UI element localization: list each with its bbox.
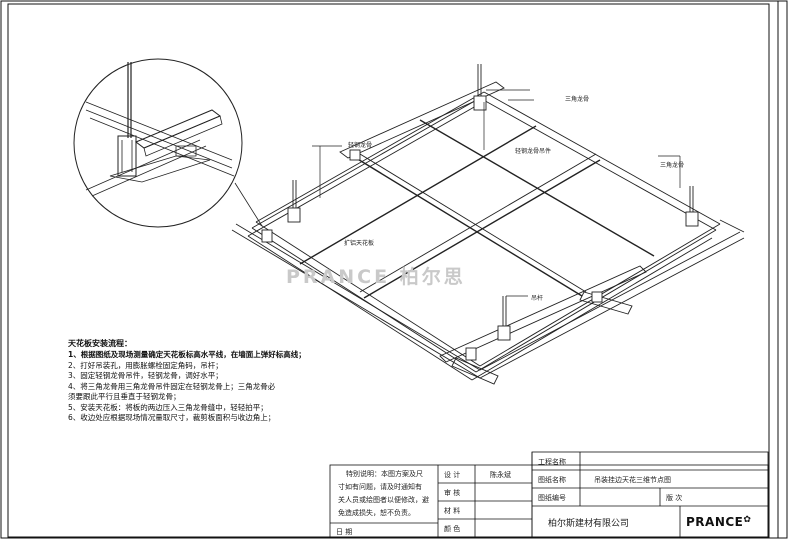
- callout-light-steel-keel: 轻钢龙骨: [348, 142, 373, 149]
- note-item: 6、收边处应根据现场情况量取尺寸，裁剪板面积与收边角上；: [68, 413, 276, 422]
- callout-light-steel-hanger: 轻钢龙骨吊件: [515, 148, 552, 155]
- company-name: 柏尔斯建材有限公司: [548, 519, 630, 529]
- callout-triangle-keel-right: 三角龙骨: [660, 162, 685, 169]
- callout-leaders: [312, 89, 681, 297]
- drawing-name-label: 图纸名称: [538, 476, 566, 484]
- detail-leader: [234, 182, 263, 227]
- brand-logo: PRANCE✿: [686, 515, 751, 529]
- review-label: 审 核: [444, 489, 461, 497]
- detail-view: [73, 58, 243, 228]
- notes-title: 天花板安装流程：: [68, 339, 132, 348]
- hangers: [261, 64, 699, 361]
- drawing-no-label: 图纸编号: [538, 494, 566, 502]
- version-label: 版 次: [666, 494, 683, 502]
- notes-list: 1、根据图纸及现场测量确定天花板标高水平线，在墙面上弹好标高线； 2、打好吊装孔…: [68, 350, 306, 424]
- special-note-line: 关人员或绘图者以便修改，避: [338, 496, 429, 504]
- callout-ceiling-panel: 扩铝天花板: [344, 240, 375, 247]
- watermark: PRANCE 柏尔思: [286, 266, 466, 288]
- special-note-line: 寸如有问题，请及时通知有: [338, 483, 422, 491]
- date-label: 日 期: [336, 528, 353, 536]
- material-label: 材 料: [444, 507, 461, 515]
- callout-triangle-keel: 三角龙骨: [565, 96, 590, 103]
- note-item: 5、安装天花板：将板的两边压入三角龙骨缝中，轻轻拍平；: [68, 402, 268, 412]
- note-item: 须要跟此平行且垂直于轻钢龙骨；: [68, 392, 181, 401]
- note-item: 1、根据图纸及现场测量确定天花板标高水平线，在墙面上弹好标高线；: [68, 350, 306, 359]
- design-value: 陈永斌: [490, 471, 511, 479]
- ceiling-grid: [231, 81, 745, 385]
- brand-name: PRANCE: [686, 515, 744, 529]
- note-item: 3、固定轻钢龙骨吊件，轻钢龙骨，调好水平；: [68, 371, 223, 380]
- note-item: 4、将三角龙骨用三角龙骨吊件固定在轻钢龙骨上；三角龙骨必: [68, 381, 276, 391]
- inner-border: [7, 3, 770, 538]
- note-item: 2、打好吊装孔，用膨胀螺栓固定角码，吊杆；: [68, 360, 223, 370]
- drawing-name-value: 吊装挂边天花三维节点图: [594, 476, 671, 484]
- color-label: 颜 色: [444, 525, 461, 533]
- callout-hanger-rod: 吊杆: [531, 295, 544, 302]
- brand-mark-icon: ✿: [743, 515, 752, 525]
- project-name-label: 工程名称: [538, 458, 566, 466]
- design-label: 设 计: [444, 471, 461, 479]
- special-note-line: 免造成损失，恕不负责。: [338, 509, 415, 517]
- special-note-line: 特别说明：本图方案及尺: [346, 470, 423, 478]
